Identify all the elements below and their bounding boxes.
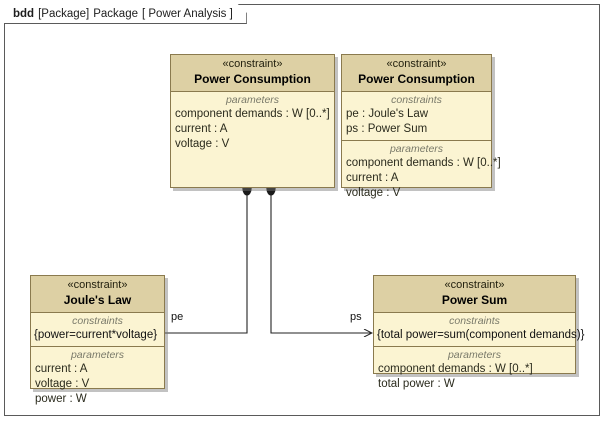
compartment-constraints: constraints {total power=sum(component d… — [374, 313, 585, 347]
compartment-label: parameters — [389, 143, 444, 156]
constraint-expression: {power=current*voltage} — [34, 328, 158, 341]
block-title: Power Sum — [441, 292, 508, 307]
block-header: «constraint» Power Sum — [374, 276, 575, 313]
block-power-sum[interactable]: «constraint» Power Sum constraints {tota… — [373, 275, 585, 390]
parameter-item: current : A — [35, 362, 88, 375]
block-title: Power Consumption — [358, 71, 475, 86]
parameter-item: component demands : W [0..*] — [346, 157, 501, 170]
diagram-kind-label: bdd — [13, 7, 35, 20]
compartment-parameters: parameters component demands : W [0..*] … — [171, 92, 334, 156]
compartment-parameters: parameters component demands : W [0..*] … — [342, 141, 501, 205]
parameter-item: component demands : W [0..*] — [378, 362, 533, 375]
compartment-label: constraints — [449, 314, 500, 327]
diagram-name: [ Power Analysis ] — [142, 7, 233, 20]
diagram-element-type: Package — [93, 7, 138, 20]
parameter-item: voltage : V — [175, 138, 230, 151]
block-header: «constraint» Power Consumption — [171, 55, 334, 92]
diagram-frame-header: bdd [Package] Package [ Power Analysis ] — [4, 4, 247, 24]
compartment-constraints: constraints pe : Joule's Law ps : Power … — [342, 92, 491, 142]
block-stereotype: «constraint» — [444, 279, 505, 291]
block-joules-law[interactable]: «constraint» Joule's Law constraints {po… — [30, 275, 165, 405]
compartment-constraints: constraints {power=current*voltage} — [31, 313, 164, 347]
parameter-item: current : A — [346, 172, 399, 185]
block-title: Joule's Law — [63, 292, 132, 307]
connector-label-pe: pe — [171, 311, 184, 323]
block-header: «constraint» Joule's Law — [31, 276, 164, 313]
parameter-item: component demands : W [0..*] — [175, 107, 330, 120]
constraint-item: pe : Joule's Law — [346, 107, 429, 120]
parameter-item: voltage : V — [346, 187, 401, 200]
constraint-item: ps : Power Sum — [346, 122, 428, 135]
compartment-label: parameters — [70, 348, 125, 361]
compartment-label: constraints — [72, 314, 123, 327]
constraint-expression: {total power=sum(component demands)} — [377, 328, 585, 341]
compartment-label: constraints — [391, 93, 442, 106]
compartment-parameters: parameters current : A voltage : V power… — [31, 347, 164, 411]
block-stereotype: «constraint» — [67, 279, 128, 291]
block-stereotype: «constraint» — [386, 58, 447, 70]
compartment-parameters: parameters component demands : W [0..*] … — [374, 347, 575, 395]
block-stereotype: «constraint» — [222, 58, 283, 70]
block-header: «constraint» Power Consumption — [342, 55, 491, 92]
compartment-label: parameters — [447, 348, 502, 361]
parameter-item: total power : W — [378, 378, 455, 391]
parameter-item: power : W — [35, 393, 87, 406]
block-power-consumption-left[interactable]: «constraint» Power Consumption parameter… — [170, 54, 335, 188]
block-power-consumption-right[interactable]: «constraint» Power Consumption constrain… — [341, 54, 501, 199]
parameter-item: current : A — [175, 122, 228, 135]
connector-label-ps: ps — [350, 311, 362, 323]
compartment-label: parameters — [225, 93, 280, 106]
diagram-type-tag: [Package] — [38, 7, 90, 20]
parameter-item: voltage : V — [35, 378, 90, 391]
block-title: Power Consumption — [194, 71, 311, 86]
